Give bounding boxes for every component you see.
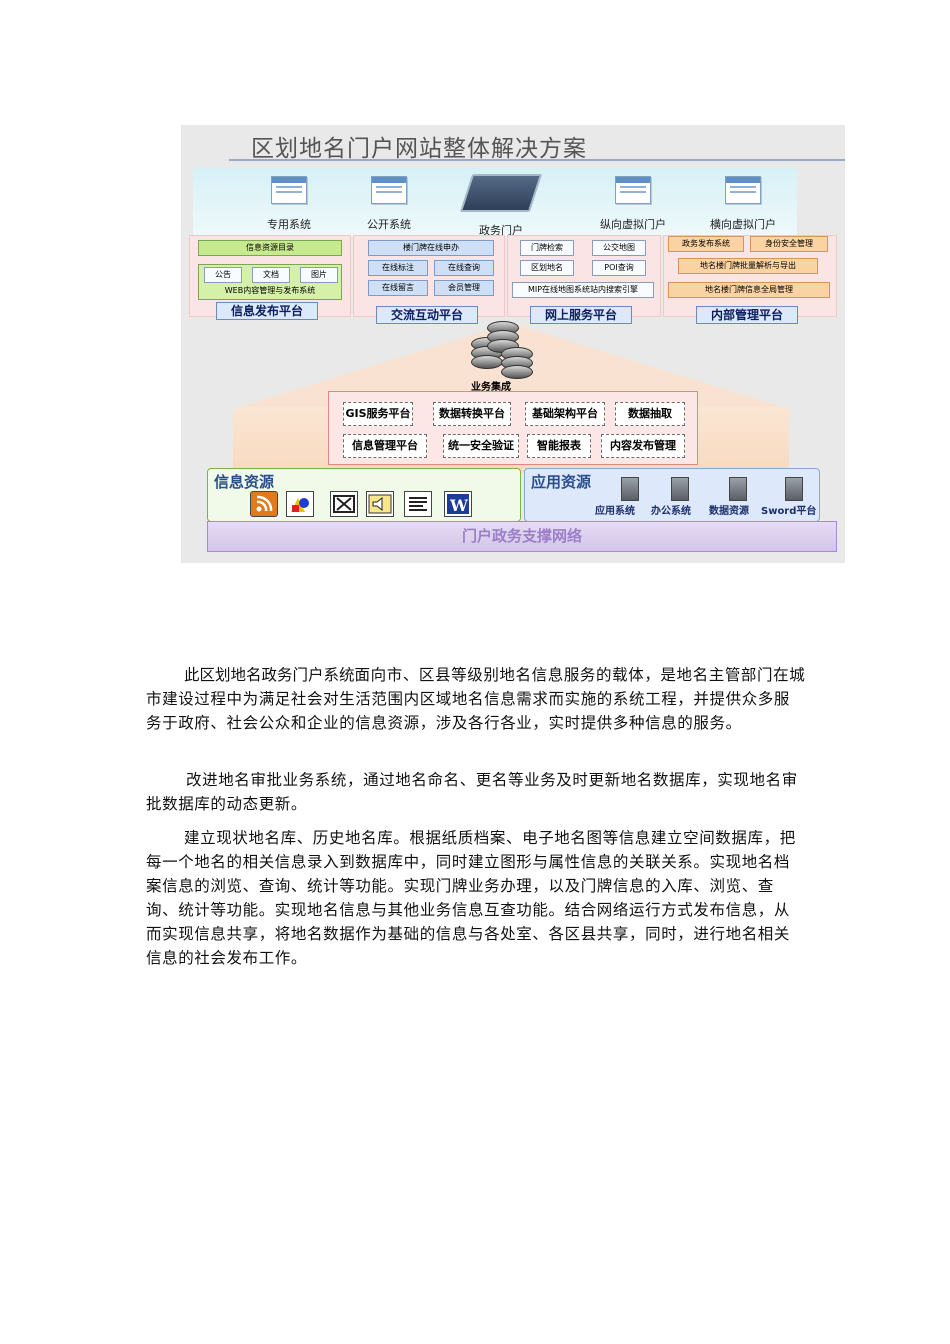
platform-interaction: 楼门牌在线申办 在线标注 在线查询 在线留言 会员管理 交流互动平台 <box>353 235 505 324</box>
app-resources-title: 应用资源 <box>531 473 592 491</box>
platform-online-service: 门牌检索 公交地图 区划地名 POI查询 MIP在线地图系统站内搜索引擎 网上服… <box>507 235 661 324</box>
window-icon <box>615 176 651 204</box>
laptop-icon <box>459 174 543 212</box>
audio-icon <box>366 491 394 517</box>
svg-text:W: W <box>449 496 469 515</box>
database-icon <box>501 347 533 385</box>
chip: 地名楼门牌批量解析与导出 <box>678 258 818 274</box>
service-item: 数据转换平台 <box>433 402 511 426</box>
chip: 在线查询 <box>434 260 494 276</box>
chip: 在线标注 <box>368 260 428 276</box>
app-resource-label: Sword平台 <box>761 506 817 517</box>
portal-item-vertical: 纵向虚拟门户 <box>591 176 675 232</box>
video-icon <box>330 491 358 517</box>
title-divider <box>229 159 845 161</box>
window-icon <box>371 176 407 204</box>
service-platform-box: GIS服务平台 数据转换平台 基础架构平台 数据抽取 信息管理平台 统一安全验证… <box>328 391 698 465</box>
service-item: GIS服务平台 <box>343 402 413 426</box>
chip: 在线留言 <box>368 280 428 296</box>
chip: 身份安全管理 <box>750 236 828 252</box>
chip: 公交地图 <box>592 240 646 256</box>
server-icon <box>729 477 747 501</box>
chip: MIP在线地图系统站内搜索引擎 <box>512 282 654 298</box>
service-item: 基础架构平台 <box>525 402 605 426</box>
diagram-title: 区划地名门户网站整体解决方案 <box>251 136 587 162</box>
chip: 地名楼门牌信息全局管理 <box>668 282 830 298</box>
info-resources-box: 信息资源 W <box>207 468 521 522</box>
info-resources-title: 信息资源 <box>214 473 275 491</box>
platform-label: 内部管理平台 <box>696 306 798 324</box>
paragraph-text: 面向市、区县等级别地名信息服务的载体，是地名主管部门在城市建设过程中为满足社会对… <box>146 666 806 732</box>
service-item: 数据抽取 <box>615 402 685 426</box>
server-icon <box>785 477 803 501</box>
app-resources-box: 应用资源 应用系统 办公系统 数据资源 Sword平台 <box>524 468 820 522</box>
paragraph: 改进地名审批业务系统，通过地名命名、更名等业务及时更新地名数据库，实现地名审批数… <box>146 768 806 816</box>
paragraph-lead: 此区划地名政务门户系统 <box>184 666 355 684</box>
service-item: 信息管理平台 <box>343 434 427 458</box>
paragraph: 建立现状地名库、历史地名库。根据纸质档案、电子地名图等信息建立空间数据库，把每一… <box>146 826 806 970</box>
chip: POI查询 <box>592 260 646 276</box>
service-item: 统一安全验证 <box>443 434 519 458</box>
support-network-bar: 门户政务支撑网络 <box>207 521 837 552</box>
portal-item-horizontal: 横向虚拟门户 <box>701 176 785 232</box>
portal-item-public: 公开系统 <box>347 176 431 232</box>
service-item: 内容发布管理 <box>601 434 685 458</box>
paragraph-text: 建立现状地名库、历史地名库。根据纸质档案、电子地名图等信息建立空间数据库，把每一… <box>146 829 796 967</box>
paragraph-text: 改进地名审批业务系统，通过地名命名、更名等业务及时更新地名数据库，实现地名审批数… <box>146 771 798 813</box>
platform-internal-management: 政务发布系统 身份安全管理 地名楼门牌批量解析与导出 地名楼门牌信息全局管理 内… <box>663 235 837 324</box>
platform-label: 网上服务平台 <box>530 306 632 324</box>
platform-label: 交流互动平台 <box>376 306 478 324</box>
architecture-diagram: 区划地名门户网站整体解决方案 专用系统 公开系统 政务门户 纵向虚拟门户 横向虚… <box>181 125 845 563</box>
server-icon <box>621 477 639 501</box>
window-icon <box>725 176 761 204</box>
chip: 政务发布系统 <box>668 236 744 252</box>
chip: 楼门牌在线申办 <box>368 240 494 256</box>
app-resource-label: 办公系统 <box>651 506 691 517</box>
service-item: 智能报表 <box>527 434 591 458</box>
text-doc-icon <box>404 491 432 517</box>
chip: 信息资源目录 <box>198 240 342 256</box>
chip: 会员管理 <box>434 280 494 296</box>
paragraph: 此区划地名政务门户系统面向市、区县等级别地名信息服务的载体，是地名主管部门在城市… <box>146 663 806 735</box>
chip: 区划地名 <box>520 260 574 276</box>
chip: WEB内容管理与发布系统 <box>224 286 316 295</box>
chip: 门牌检索 <box>520 240 574 256</box>
portal-band: 专用系统 公开系统 政务门户 纵向虚拟门户 横向虚拟门户 <box>193 168 797 238</box>
app-resource-label: 数据资源 <box>709 506 749 517</box>
rss-icon <box>250 491 278 517</box>
chip: 公告 <box>204 267 242 283</box>
business-integration-label: 业务集成 <box>471 382 511 393</box>
chip: 图片 <box>300 267 338 283</box>
portal-item-gov: 政务门户 <box>459 174 543 238</box>
platform-info-publish: 信息资源目录 公告 文档 图片 WEB内容管理与发布系统 信息发布平台 <box>189 235 351 320</box>
platform-label: 信息发布平台 <box>216 302 318 320</box>
shapes-icon <box>286 491 314 517</box>
word-doc-icon: W <box>444 491 472 517</box>
app-resource-label: 应用系统 <box>595 506 635 517</box>
server-icon <box>671 477 689 501</box>
window-icon <box>271 176 307 204</box>
portal-item-dedicated: 专用系统 <box>247 176 331 232</box>
chip: 文档 <box>252 267 290 283</box>
